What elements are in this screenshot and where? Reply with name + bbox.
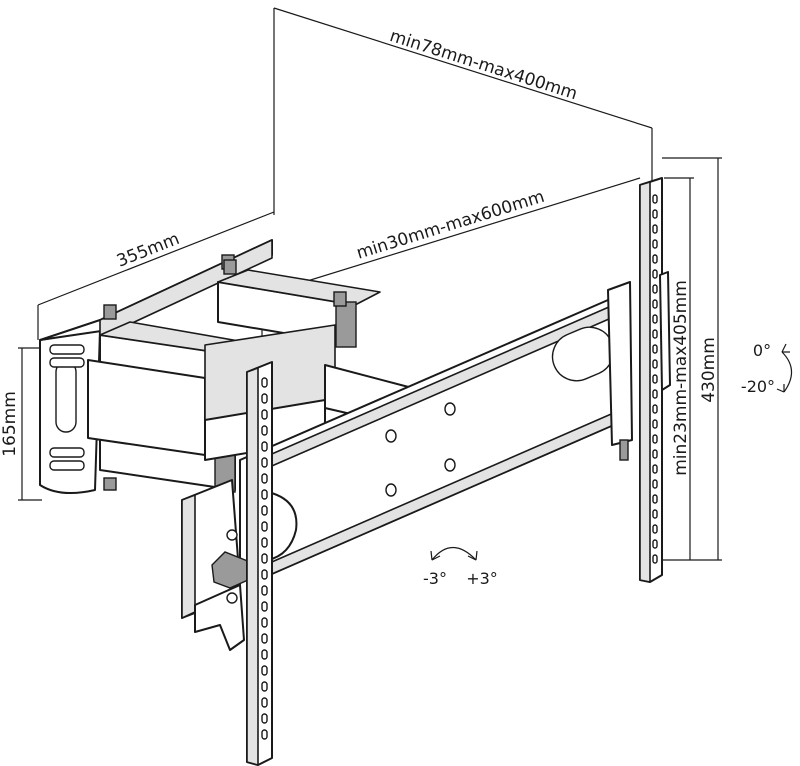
wall-plate-width-label: 355mm bbox=[114, 229, 182, 272]
tilt-arrow-icon bbox=[776, 343, 793, 393]
wall-plate-slot bbox=[55, 361, 77, 433]
bolt-icon bbox=[333, 291, 347, 307]
tilt-up-label: 0° bbox=[753, 341, 771, 360]
left-vertical-bracket bbox=[246, 361, 273, 766]
right-vertical-bracket bbox=[639, 177, 671, 583]
tilt-down-label: -20° bbox=[741, 377, 775, 396]
tilt-bracket bbox=[181, 479, 251, 651]
vesa-vertical-label: min23mm-max405mm bbox=[671, 280, 691, 476]
swivel-left-label: -3° bbox=[423, 569, 447, 588]
articulating-arms bbox=[87, 259, 421, 493]
vesa-horizontal-label: min78mm-max400mm bbox=[387, 26, 579, 104]
dimension-lines bbox=[18, 7, 722, 561]
bolt-icon bbox=[103, 477, 117, 491]
swivel-arrow-icon bbox=[430, 546, 478, 561]
wall-plate-height-label: 165mm bbox=[0, 391, 20, 457]
bolt-icon bbox=[103, 304, 117, 320]
bracket-slots bbox=[652, 194, 658, 564]
swivel-right-label: +3° bbox=[466, 569, 498, 588]
bracket-slots bbox=[261, 377, 268, 740]
bolt-icon bbox=[223, 259, 237, 275]
horizontal-rail bbox=[239, 281, 633, 581]
vesa-horizontal-inner-label: min30mm-max600mm bbox=[354, 187, 547, 264]
tv-bracket-height-label: 430mm bbox=[699, 337, 719, 403]
